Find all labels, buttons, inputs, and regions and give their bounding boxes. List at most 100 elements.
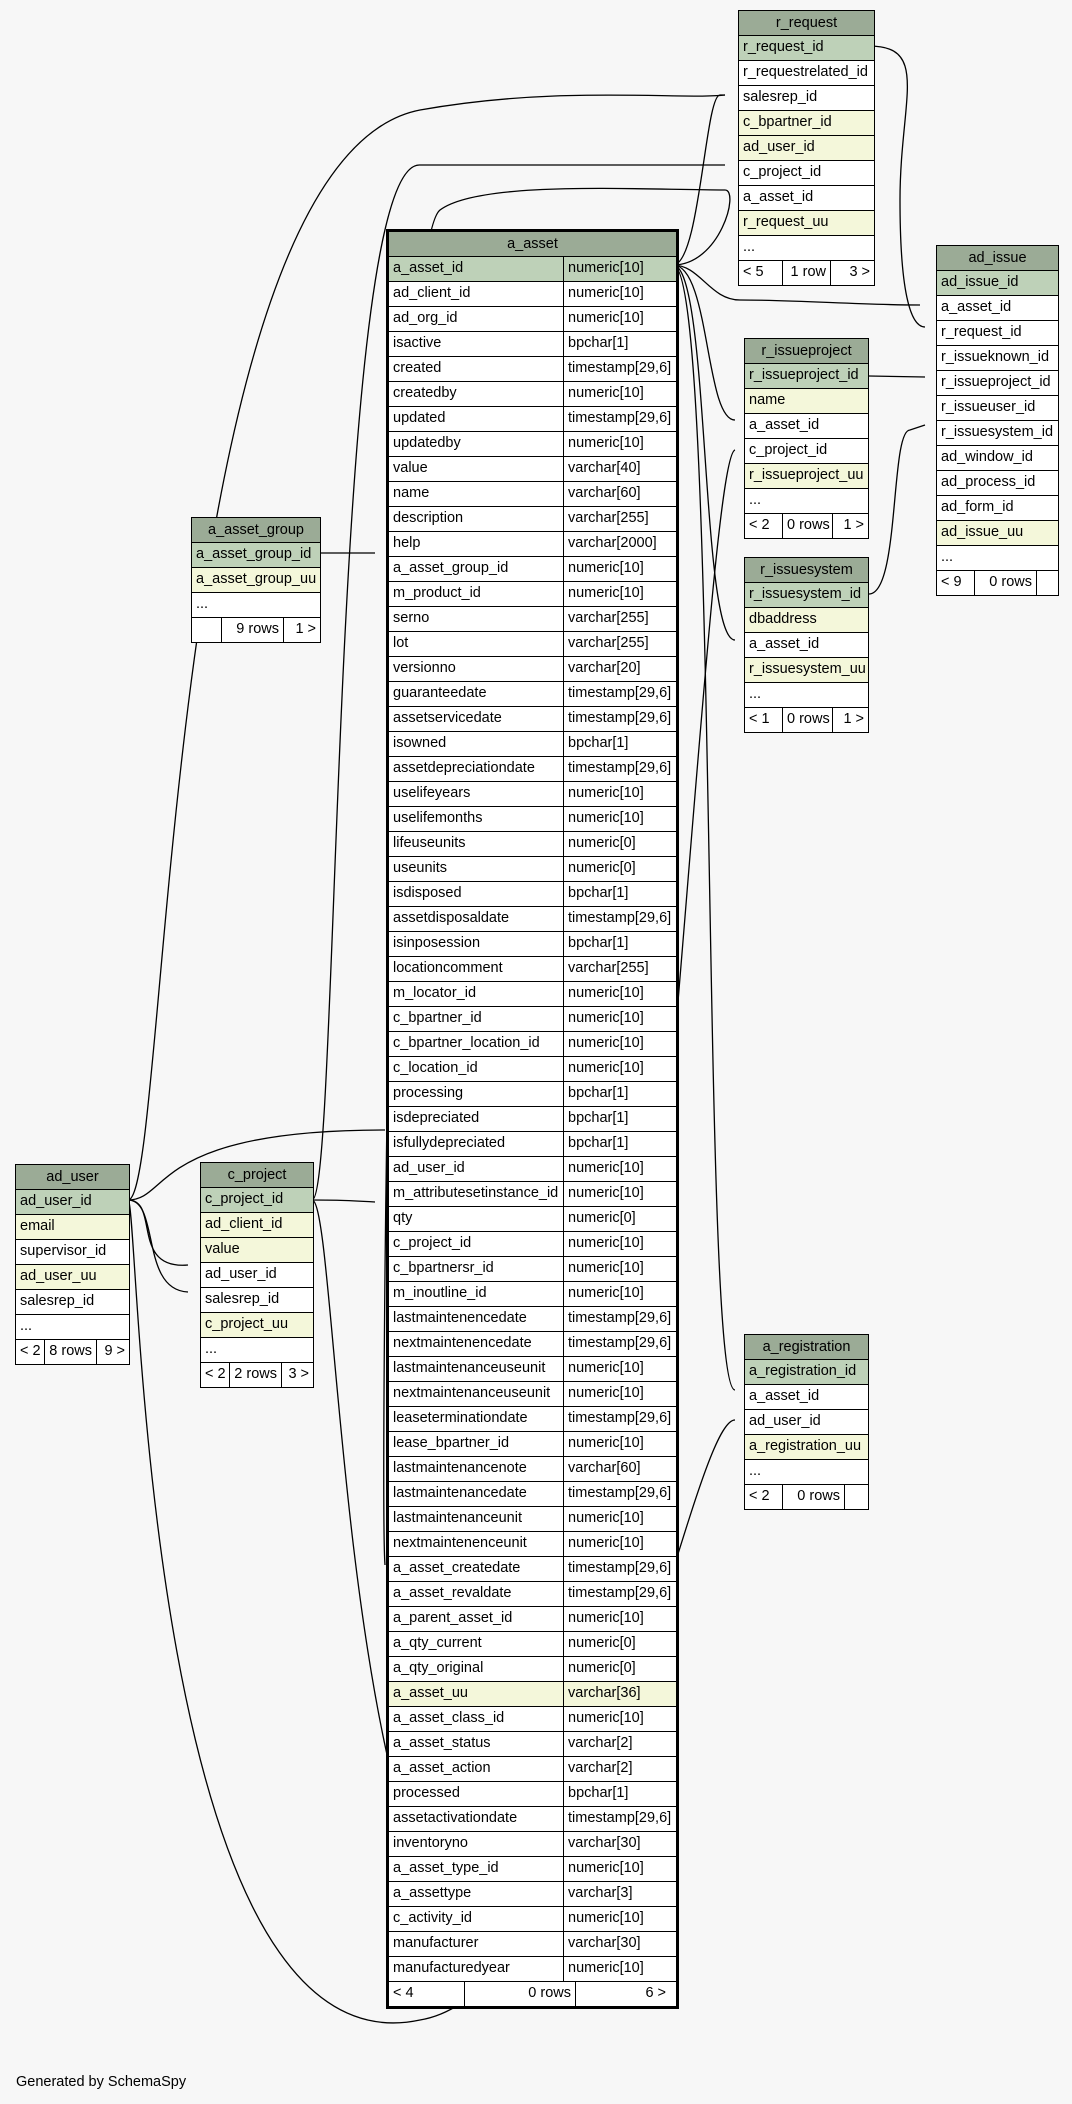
table-title[interactable]: a_asset <box>389 232 676 257</box>
parents-link[interactable]: < 2 <box>201 1363 230 1387</box>
column-row[interactable]: r_issueuser_id <box>937 396 1058 421</box>
column-row[interactable]: r_issueproject_id <box>745 364 868 389</box>
column-row[interactable]: a_registration_id <box>745 1360 868 1385</box>
column-row[interactable]: a_registration_uu <box>745 1435 868 1460</box>
parents-link[interactable]: < 2 <box>745 514 783 538</box>
parents-link[interactable] <box>192 618 222 642</box>
children-link[interactable]: 3 > <box>288 1366 309 1382</box>
children-link[interactable]: 1 > <box>295 621 316 637</box>
column-row[interactable]: ad_process_id <box>937 471 1058 496</box>
parents-link[interactable]: < 9 <box>937 571 975 595</box>
children-link[interactable]: 1 > <box>843 711 864 727</box>
column-row[interactable]: ad_form_id <box>937 496 1058 521</box>
column-row[interactable]: a_asset_id <box>745 414 868 439</box>
table-title[interactable]: a_asset_group <box>192 518 320 543</box>
column-row[interactable]: ad_client_id <box>201 1213 313 1238</box>
column-row[interactable]: a_asset_id <box>739 186 874 211</box>
column-row[interactable]: ... <box>745 489 868 514</box>
children-link[interactable]: 9 > <box>104 1343 125 1359</box>
table-title[interactable]: a_registration <box>745 1335 868 1360</box>
children-link[interactable] <box>845 1485 868 1509</box>
column-row[interactable]: supervisor_id <box>16 1240 129 1265</box>
column-row[interactable]: c_project_uu <box>201 1313 313 1338</box>
parents-link[interactable]: < 2 <box>16 1340 45 1364</box>
column-row[interactable]: a_asset_id <box>937 296 1058 321</box>
children-link[interactable]: 1 > <box>843 517 864 533</box>
column-row[interactable]: a_asset_id <box>745 1385 868 1410</box>
column-row[interactable]: r_issueknown_id <box>937 346 1058 371</box>
table-title[interactable]: r_issuesystem <box>745 558 868 583</box>
children-link[interactable] <box>1037 571 1058 595</box>
column-row[interactable]: r_requestrelated_id <box>739 61 874 86</box>
column-row[interactable]: ad_user_id <box>201 1263 313 1288</box>
column-row[interactable]: r_issuesystem_uu <box>745 658 868 683</box>
table-title[interactable]: ad_user <box>16 1165 129 1190</box>
column-row[interactable]: ... <box>16 1315 129 1340</box>
column-row[interactable]: ... <box>745 683 868 708</box>
column-row[interactable]: r_issuesystem_id <box>745 583 868 608</box>
children-link[interactable]: 6 > <box>645 1985 666 2001</box>
column-row[interactable]: a_asset_group_uu <box>192 568 320 593</box>
column-row[interactable]: c_project_id <box>201 1188 313 1213</box>
column-row[interactable]: salesrep_id <box>16 1290 129 1315</box>
column-row[interactable]: r_request_id <box>739 36 874 61</box>
column-row[interactable]: a_asset_id <box>745 633 868 658</box>
column-row[interactable]: r_request_id <box>937 321 1058 346</box>
column-row[interactable]: salesrep_id <box>201 1288 313 1313</box>
column-row[interactable]: salesrep_id <box>739 86 874 111</box>
column-row[interactable]: c_bpartner_id <box>739 111 874 136</box>
column-row[interactable]: ... <box>192 593 320 618</box>
column-row[interactable]: ... <box>739 236 874 261</box>
column-row[interactable]: ad_issue_id <box>937 271 1058 296</box>
